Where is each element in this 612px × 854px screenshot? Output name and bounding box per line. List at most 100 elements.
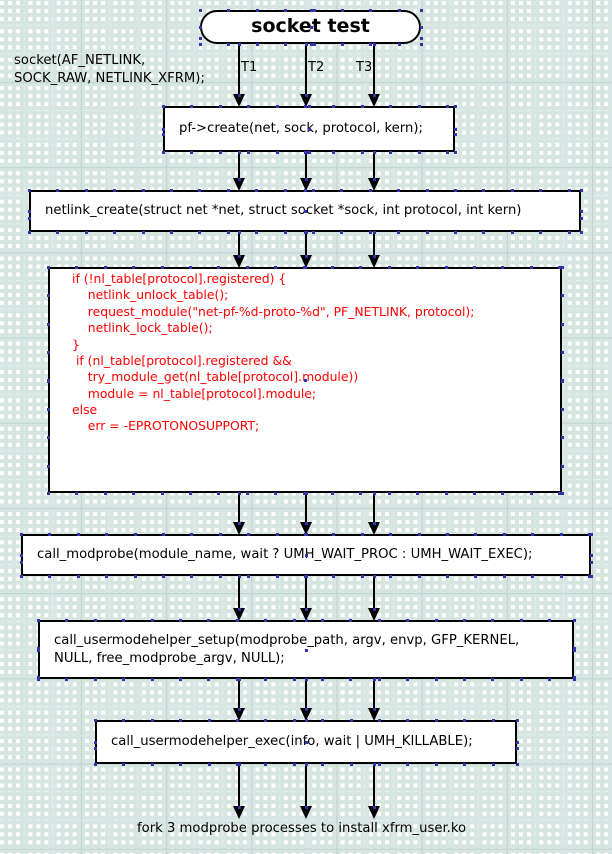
selection-handle [463, 763, 467, 766]
selection-handle [226, 189, 230, 192]
selection-handle [264, 619, 268, 622]
connector-arrowhead [300, 608, 312, 621]
selection-handle [359, 266, 363, 269]
selection-handle [47, 266, 50, 269]
selection-handle [162, 575, 165, 578]
selection-handle [561, 294, 564, 298]
selection-handle [75, 492, 79, 495]
selection-handle [446, 575, 449, 578]
selection-handle [141, 189, 145, 192]
selection-handle [420, 26, 423, 29]
connector-line [305, 679, 307, 709]
selection-handle [312, 189, 315, 192]
selection-handle [510, 189, 514, 192]
selection-handle [218, 151, 222, 154]
selection-handle [389, 533, 393, 536]
selection-handle [160, 266, 164, 269]
selection-handle [275, 533, 279, 536]
selection-handle [312, 231, 315, 234]
selection-handle [28, 217, 31, 221]
selection-handle [238, 575, 241, 578]
selection-handle [417, 575, 421, 578]
selection-handle [567, 231, 571, 234]
selection-handle [227, 43, 231, 46]
selection-handle [590, 575, 593, 578]
selection-handle [434, 719, 438, 722]
node-call-usermodehelper-setup[interactable]: call_usermodehelper_setup(modprobe_path,… [38, 620, 574, 679]
selection-handle [47, 322, 50, 326]
connector-line [238, 232, 240, 256]
selection-handle [567, 189, 571, 192]
selection-handle [406, 719, 410, 722]
selection-handle [349, 619, 353, 622]
selection-handle [548, 619, 552, 622]
selection-handle [305, 575, 308, 578]
connector-line [238, 576, 240, 609]
selection-handle [37, 648, 40, 652]
selection-handle [454, 189, 457, 192]
selection-handle [491, 719, 495, 722]
selection-handle [292, 678, 296, 681]
selection-handle [519, 619, 523, 622]
selection-handle [275, 105, 279, 108]
selection-handle [20, 533, 23, 536]
connector-arrowhead [300, 94, 312, 107]
selection-handle [247, 575, 251, 578]
selection-handle [434, 678, 438, 681]
selection-handle [573, 678, 576, 681]
selection-handle [309, 26, 313, 29]
selection-handle [190, 533, 194, 536]
selection-handle [274, 266, 278, 269]
node-pf-create-label: pf->create(net, sock, protocol, kern); [179, 121, 423, 137]
selection-handle [65, 678, 69, 681]
selection-handle [76, 533, 80, 536]
selection-handle [227, 9, 231, 12]
selection-handle [373, 608, 376, 611]
selection-handle [304, 210, 307, 213]
selection-handle [65, 619, 69, 622]
selection-handle [516, 741, 519, 744]
selection-handle [321, 719, 325, 722]
selection-handle [434, 619, 438, 622]
selection-handle [360, 151, 364, 154]
connector-line [238, 44, 240, 95]
selection-handle [304, 189, 307, 192]
selection-handle [482, 189, 486, 192]
connector-line [373, 493, 375, 523]
connector-line [373, 152, 375, 179]
selection-handle [510, 231, 514, 234]
selection-handle [454, 133, 457, 137]
selection-handle [378, 763, 381, 766]
selection-handle [56, 231, 60, 234]
selection-handle [264, 763, 268, 766]
selection-handle [255, 189, 259, 192]
selection-handle [238, 608, 241, 611]
selection-handle [373, 492, 376, 495]
selection-handle [340, 189, 344, 192]
selection-handle [238, 492, 241, 495]
selection-handle [588, 575, 591, 578]
selection-handle [377, 619, 381, 622]
syscall-note: socket(AF_NETLINK, SOCK_RAW, NETLINK_XFR… [14, 53, 205, 86]
selection-handle [305, 648, 308, 652]
node-call-modprobe-label: call_modprobe(module_name, wait ? UMH_WA… [37, 547, 533, 563]
selection-handle [417, 533, 421, 536]
selection-handle [47, 351, 50, 355]
selection-handle [199, 43, 202, 46]
selection-handle [199, 9, 202, 12]
selection-handle [444, 492, 448, 495]
selection-handle [529, 266, 533, 269]
selection-handle [37, 675, 40, 679]
selection-handle [387, 492, 391, 495]
connector-arrowhead [368, 522, 380, 535]
selection-handle [373, 178, 376, 181]
selection-handle [454, 128, 457, 131]
selection-handle [283, 189, 287, 192]
selection-handle [235, 619, 239, 622]
selection-handle [389, 105, 393, 108]
selection-handle [378, 719, 381, 722]
selection-handle [94, 719, 97, 722]
selection-handle [179, 678, 182, 681]
selection-handle [238, 43, 241, 46]
selection-handle [235, 678, 239, 681]
